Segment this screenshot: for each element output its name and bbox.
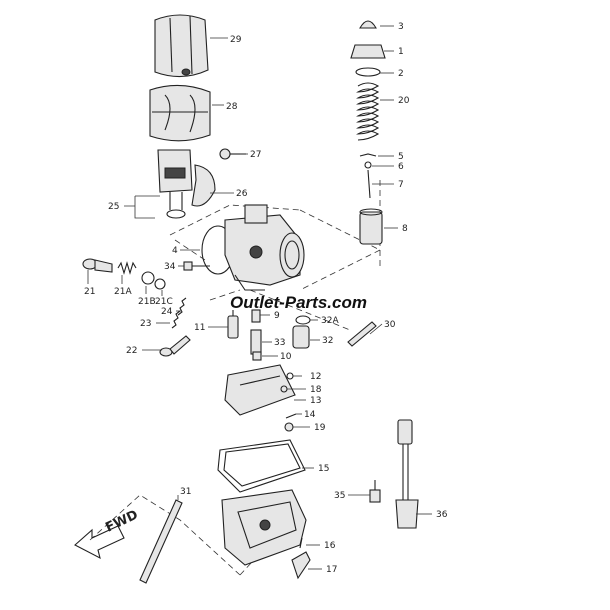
part-33-needle-jet <box>250 329 262 355</box>
part-21-screw <box>82 258 113 273</box>
part-19-screw <box>284 422 294 432</box>
part-13-float <box>224 364 296 416</box>
callout-11: 11 <box>194 323 205 333</box>
part-23-spring <box>171 310 181 329</box>
part-26-lever <box>191 164 216 207</box>
part-32a-o-ring <box>295 315 311 325</box>
callout-32a: 32A <box>321 316 339 326</box>
callout-15: 15 <box>318 464 329 474</box>
part-12-pin <box>286 372 294 380</box>
part-9-jet <box>251 309 261 323</box>
part-20-spring <box>356 82 380 141</box>
callout-16: 16 <box>324 541 336 551</box>
callout-1: 1 <box>398 47 404 57</box>
part-21b-washer <box>141 271 155 285</box>
part-3-cap <box>359 20 377 29</box>
part-6-ring <box>364 161 372 169</box>
part-32-holder <box>292 325 310 349</box>
part-21a-spring <box>117 261 137 275</box>
part-36-sensor <box>395 419 419 529</box>
part-28-cover <box>149 84 211 142</box>
part-30-tube <box>347 321 377 347</box>
callout-32: 32 <box>322 336 333 346</box>
callout-19: 19 <box>314 423 326 433</box>
part-22-screw <box>159 335 191 357</box>
part-34-screw <box>183 261 210 271</box>
callout-29: 29 <box>230 35 242 45</box>
callout-23: 23 <box>140 319 151 329</box>
callout-6: 6 <box>398 162 404 172</box>
callout-33: 33 <box>274 338 285 348</box>
forward-arrow-icon <box>74 525 125 560</box>
part-29-cap <box>154 14 209 78</box>
callout-12: 12 <box>310 372 321 382</box>
part-27-screw <box>219 148 246 160</box>
part-15-gasket <box>217 439 306 493</box>
part-35-screw <box>369 480 381 503</box>
callout-4: 4 <box>172 246 178 256</box>
callout-27: 27 <box>250 150 261 160</box>
callout-20: 20 <box>398 96 410 106</box>
callout-34: 34 <box>164 262 176 272</box>
callout-21a: 21A <box>114 287 132 297</box>
part-10-main-jet <box>252 351 262 361</box>
callout-31: 31 <box>180 487 191 497</box>
callout-3: 3 <box>398 22 404 32</box>
callout-21b: 21B <box>138 297 156 307</box>
part-11-plug <box>227 310 239 339</box>
callout-17: 17 <box>326 565 337 575</box>
part-31-drain-tube <box>139 499 183 584</box>
callout-7: 7 <box>398 180 404 190</box>
carburetor-body <box>201 204 305 291</box>
part-25-choke-assembly <box>157 149 193 219</box>
callout-13: 13 <box>310 396 321 406</box>
part-14-screw <box>285 413 297 419</box>
part-8-slide <box>359 208 383 245</box>
carburetor-float-bowl <box>221 489 307 566</box>
callout-labels: 29 28 27 26 25 4 34 21 21A 21B 21C 24 23… <box>84 22 448 575</box>
callout-5: 5 <box>398 152 404 162</box>
callout-24: 24 <box>161 307 173 317</box>
direction-label: FWD <box>103 508 140 536</box>
callout-25: 25 <box>108 202 119 212</box>
callout-18: 18 <box>310 385 322 395</box>
callout-22: 22 <box>126 346 137 356</box>
leader-lines <box>87 25 432 570</box>
part-16-screw <box>299 537 303 549</box>
callout-2: 2 <box>398 69 404 79</box>
callout-10: 10 <box>280 352 292 362</box>
callout-30: 30 <box>384 320 396 330</box>
callout-14: 14 <box>304 410 316 420</box>
callout-35: 35 <box>334 491 345 501</box>
callout-8: 8 <box>402 224 408 234</box>
part-5-clip <box>359 153 377 157</box>
part-24-spring <box>177 297 187 316</box>
callout-28: 28 <box>226 102 238 112</box>
part-2-washer <box>355 67 381 77</box>
part-21c-o-ring <box>154 278 166 290</box>
callout-26: 26 <box>236 189 248 199</box>
watermark: Outlet-Parts.com <box>230 293 367 312</box>
part-17-screw <box>291 551 311 580</box>
callout-9: 9 <box>274 311 280 321</box>
callout-36: 36 <box>436 510 448 520</box>
callout-21: 21 <box>84 287 95 297</box>
callout-21c: 21C <box>155 297 173 307</box>
part-1-top <box>350 44 386 59</box>
part-7-needle <box>367 169 371 199</box>
